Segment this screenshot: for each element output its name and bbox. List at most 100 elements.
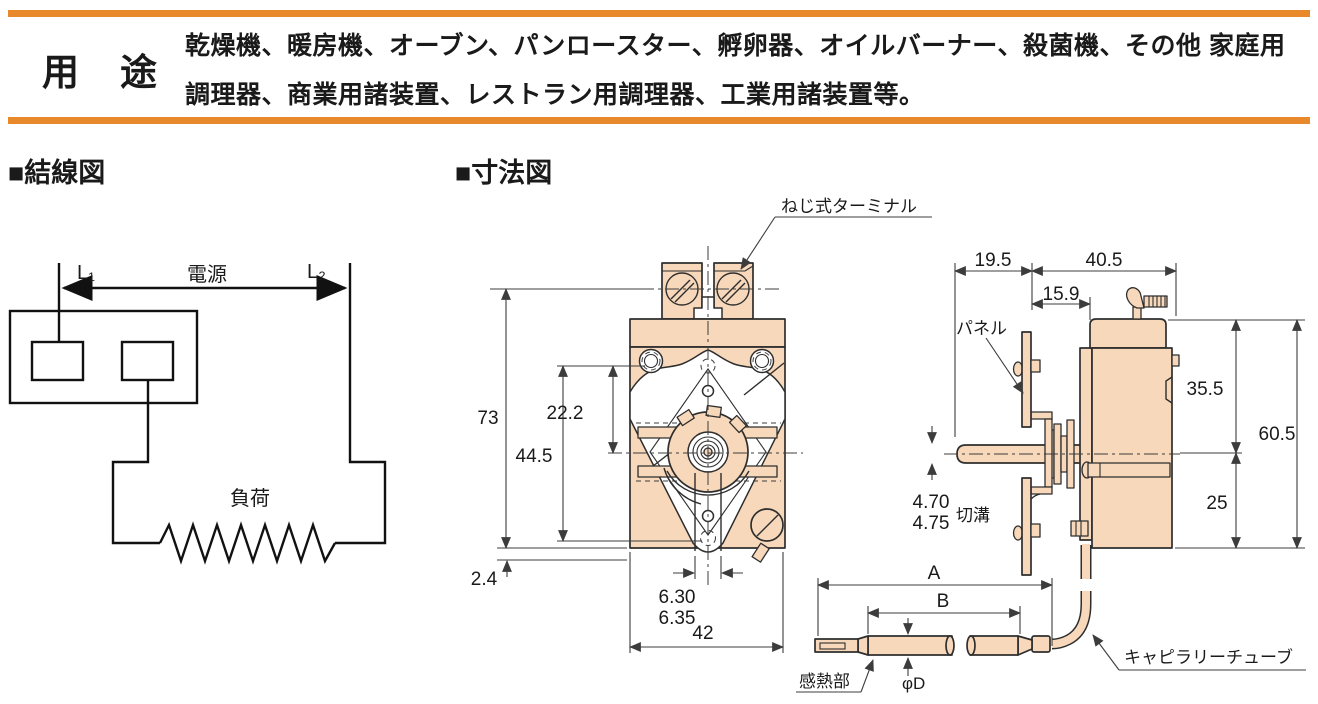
- contact-box-1: [30, 340, 85, 382]
- dim-6-35: 6.35: [659, 608, 696, 629]
- panel-tab: [1030, 359, 1041, 373]
- bulb-segment-right: [969, 635, 1019, 656]
- bracket-hook-bottom: [1030, 486, 1053, 495]
- capillary-dimensions: A B φD 感熱部 キャピラリーチューブ: [796, 563, 1306, 693]
- dim-a: A: [928, 563, 941, 584]
- usage-text-line1: 乾燥機、暖房機、オーブン、パンロースター、孵卵器、オイルバーナー、殺菌機、その他…: [185, 32, 1286, 60]
- side-view: [944, 287, 1180, 576]
- cam-tab: [705, 404, 722, 418]
- terminal-band: [1087, 462, 1171, 478]
- screw-inner: [643, 353, 659, 369]
- wing-bolt-icon: [1125, 287, 1168, 320]
- dim-60-5: 60.5: [1259, 424, 1296, 445]
- front-view-dimensions: 73 2.4 44.5 22.2 42 6.30 6.35 ねじ式ターミナル: [471, 197, 932, 653]
- adjust-screw-head: [750, 508, 784, 542]
- dim-22-2: 22.2: [547, 403, 584, 424]
- screw-outer: [638, 348, 664, 374]
- side-view-dimensions: 19.5 40.5 15.9 パネル 35.5 25 60.5 4.70 4.7…: [913, 250, 1305, 549]
- bolt-lines: [1075, 521, 1082, 536]
- bulb-break-end: [945, 635, 955, 656]
- bulb-break-end: [966, 635, 976, 656]
- wing: [1125, 287, 1145, 309]
- screw-slot: [721, 279, 742, 300]
- adjust-screw-stem: [751, 542, 770, 563]
- label-load: 負荷: [230, 487, 270, 510]
- hole-hidden-bottom: [700, 530, 716, 546]
- label-screw-terminal: ねじ式ターミナル: [781, 197, 917, 216]
- dim-15-9: 15.9: [1043, 284, 1080, 305]
- dim-35-5: 35.5: [1187, 379, 1224, 400]
- wing-bolt-stem: [1132, 306, 1142, 320]
- bracket-plate: [1044, 418, 1053, 488]
- leader-arrow: [740, 216, 776, 270]
- screw-slot: [725, 282, 746, 303]
- thread-hatch: [1148, 296, 1166, 307]
- label-power: 電源: [187, 263, 227, 286]
- leader-arrow: [985, 337, 1024, 394]
- capillary-curve-i: [1051, 591, 1090, 648]
- label-l2: L₂: [307, 261, 326, 283]
- mounting-screw-left-icon: [638, 348, 664, 374]
- contact-box-2: [120, 340, 175, 382]
- cam-tabs: [676, 404, 748, 434]
- dim-6-30: 6.30: [659, 587, 696, 608]
- capillary-ferrule: [1031, 635, 1051, 653]
- header-bottom-rule: [8, 117, 1310, 124]
- wire-l2: [335, 263, 387, 545]
- capillary-assembly: [814, 544, 1092, 656]
- bulb-flat-tab: [814, 638, 859, 653]
- wire-load: [111, 380, 160, 545]
- cam-lower-arc2: [663, 467, 702, 505]
- panel-tab: [1030, 523, 1041, 538]
- body-top-cap: [1089, 318, 1167, 349]
- resistor-symbol: [158, 521, 337, 565]
- wiring-lines: [8, 263, 387, 565]
- dimension-section-title: ■寸法図: [455, 158, 553, 188]
- label-capillary-tube: キャピラリーチューブ: [1124, 647, 1293, 667]
- body-main: [1091, 347, 1173, 549]
- bracket-hook-top: [1030, 411, 1053, 420]
- usage-heading: 用 途: [42, 52, 159, 93]
- wiring-diagram: L₁ 電源 L₂ 負荷: [8, 261, 387, 565]
- adjust-screw-slot: [756, 514, 779, 537]
- dim-2-4: 2.4: [471, 569, 498, 590]
- screw-slot: [674, 282, 695, 303]
- label-slot: 切溝: [956, 506, 990, 525]
- body-step: [1165, 376, 1173, 404]
- screw-inner: [754, 353, 770, 369]
- wiring-section-title: ■結線図: [8, 158, 106, 188]
- dim-4-75: 4.75: [913, 513, 950, 534]
- leader-arrow: [860, 659, 874, 693]
- dim-b: B: [937, 591, 950, 612]
- dim-4-70: 4.70: [913, 492, 950, 513]
- lower-bolt: [1070, 520, 1089, 537]
- front-view: [608, 246, 803, 585]
- dim-44-5: 44.5: [516, 446, 553, 467]
- body-front-plate: [1079, 347, 1093, 541]
- label-panel: パネル: [956, 319, 1007, 338]
- mounting-screw-right-icon: [749, 348, 775, 374]
- dim-25: 25: [1206, 493, 1227, 514]
- leader-arrow: [1092, 634, 1120, 671]
- bulb-taper-left: [857, 635, 869, 656]
- cam-tab: [676, 408, 695, 427]
- cam-lower-arc: [666, 470, 750, 496]
- dim-42: 42: [692, 623, 713, 644]
- cam-tab: [728, 414, 748, 434]
- dim-19-5: 19.5: [975, 250, 1012, 271]
- threaded-rod: [1143, 295, 1168, 308]
- label-bulb: 感熱部: [799, 672, 850, 691]
- usage-text-line2: 調理器、商業用諸装置、レストラン用調理器、工業用諸装置等。: [185, 81, 925, 109]
- dim-73: 73: [477, 408, 498, 429]
- label-l1: L₁: [77, 262, 95, 284]
- side-bolt: [1171, 354, 1180, 367]
- panel-lower: [1021, 477, 1032, 576]
- adjust-screw-icon: [750, 508, 784, 563]
- dimension-drawing: 73 2.4 44.5 22.2 42 6.30 6.35 ねじ式ターミナル: [471, 197, 1306, 693]
- thermostat-box: [8, 309, 199, 405]
- screw-thread: [641, 351, 661, 371]
- dim-40-5: 40.5: [1086, 250, 1123, 271]
- screw-outer: [749, 348, 775, 374]
- header-top-rule: [8, 10, 1310, 17]
